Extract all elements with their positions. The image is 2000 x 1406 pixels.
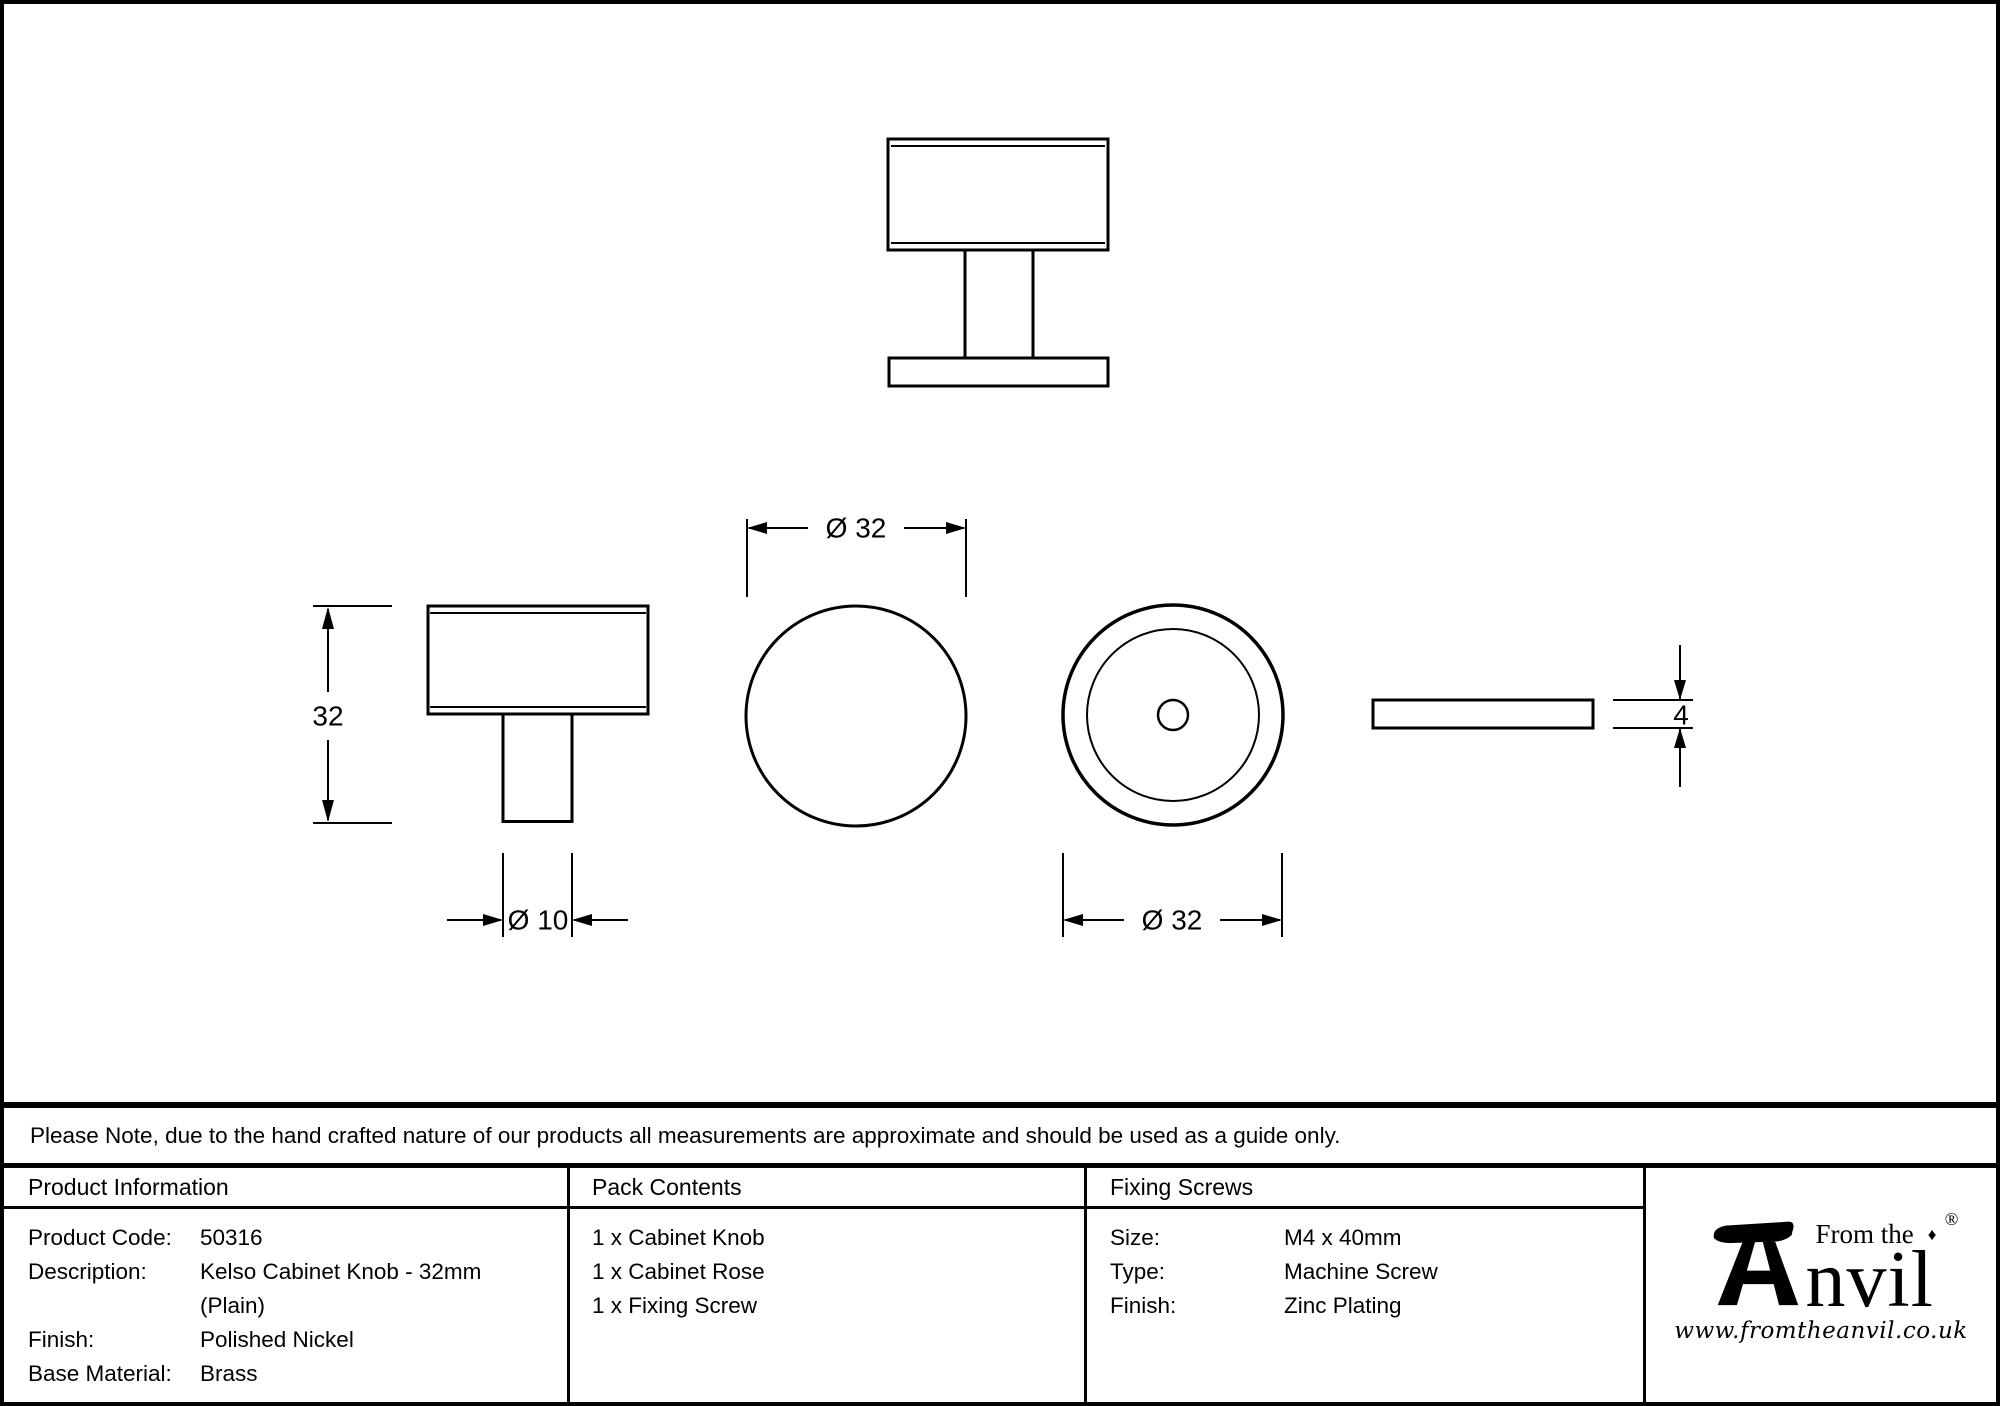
product-information-column: Product Information Product Code: 50316 …	[4, 1168, 570, 1402]
dim-label-stem-diameter: Ø 10	[508, 905, 569, 936]
fixing-screws-column: Fixing Screws Size: M4 x 40mm Type: Mach…	[1087, 1168, 1646, 1402]
brand-column: From the ♦ nvil ® www.fromtheanvil.co.uk	[1646, 1168, 1996, 1402]
anvil-icon	[1713, 1221, 1798, 1305]
rose-face-view	[1061, 603, 1285, 827]
product-code-value: 50316	[200, 1225, 263, 1250]
description-row-line2: (Plain)	[28, 1289, 567, 1323]
dim-rose-thickness: 4	[1613, 645, 1693, 787]
knob-face-view	[744, 604, 968, 828]
measurement-note-row: Please Note, due to the hand crafted nat…	[4, 1102, 1996, 1163]
product-code-label: Product Code:	[28, 1225, 172, 1250]
dim-stem-diameter: Ø 10	[447, 853, 628, 937]
screw-size-row: Size: M4 x 40mm	[1110, 1221, 1643, 1255]
pack-item-rose: 1 x Cabinet Rose	[592, 1259, 765, 1284]
base-material-value: Brass	[200, 1361, 258, 1386]
screw-type-label: Type:	[1110, 1259, 1166, 1284]
registered-trademark-icon: ®	[1944, 1208, 1959, 1229]
pack-contents-header: Pack Contents	[570, 1168, 1084, 1209]
finish-value: Polished Nickel	[200, 1327, 354, 1352]
screw-finish-row: Finish: Zinc Plating	[1110, 1289, 1643, 1323]
brand-logo: From the ♦ nvil ® www.fromtheanvil.co.uk	[1674, 1209, 1968, 1344]
screw-finish-value: Zinc Plating	[1284, 1293, 1402, 1318]
product-code-row: Product Code: 50316	[28, 1221, 567, 1255]
screw-size-label: Size:	[1110, 1225, 1161, 1250]
dim-label-knob-diameter: Ø 32	[826, 513, 887, 544]
dim-knob-diameter: Ø 32	[746, 513, 967, 597]
screw-type-row: Type: Machine Screw	[1110, 1255, 1643, 1289]
base-material-label: Base Material:	[28, 1361, 172, 1386]
logo-wordmark: nvil	[1805, 1235, 1934, 1324]
logo-tagline: From the	[1815, 1218, 1914, 1249]
pack-contents-column: Pack Contents 1 x Cabinet Knob 1 x Cabin…	[570, 1168, 1087, 1402]
description-value-line2: (Plain)	[200, 1293, 266, 1318]
knob-on-rose-side-view	[886, 137, 1110, 388]
product-info-table: Product Information Product Code: 50316 …	[4, 1163, 1996, 1402]
technical-drawing: 32 Ø 10 Ø 32	[312, 137, 1693, 937]
knob-side-view	[426, 604, 650, 823]
brand-url: www.fromtheanvil.co.uk	[1674, 1317, 1968, 1344]
screw-type-value: Machine Screw	[1284, 1259, 1438, 1284]
screw-size-value: M4 x 40mm	[1284, 1225, 1402, 1250]
dim-knob-height: 32	[312, 605, 392, 824]
base-material-row: Base Material: Brass	[28, 1357, 567, 1391]
pack-item-knob: 1 x Cabinet Knob	[592, 1225, 765, 1250]
product-information-header: Product Information	[4, 1168, 567, 1209]
measurement-note-text: Please Note, due to the hand crafted nat…	[30, 1122, 1341, 1148]
description-label: Description:	[28, 1259, 147, 1284]
diamond-icon: ♦	[1927, 1224, 1937, 1244]
dim-label-rose-thickness: 4	[1673, 700, 1689, 731]
finish-label: Finish:	[28, 1327, 95, 1352]
finish-row: Finish: Polished Nickel	[28, 1323, 567, 1357]
description-row: Description: Kelso Cabinet Knob - 32mm	[28, 1255, 567, 1289]
pack-item-screw: 1 x Fixing Screw	[592, 1293, 758, 1318]
screw-finish-label: Finish:	[1110, 1293, 1177, 1318]
dim-label-rose-diameter: Ø 32	[1142, 905, 1203, 936]
rose-side-view	[1371, 698, 1595, 730]
dim-label-knob-height: 32	[312, 701, 343, 732]
description-value: Kelso Cabinet Knob - 32mm	[200, 1259, 482, 1284]
dim-rose-diameter: Ø 32	[1062, 853, 1283, 937]
fixing-screws-header: Fixing Screws	[1087, 1168, 1643, 1209]
